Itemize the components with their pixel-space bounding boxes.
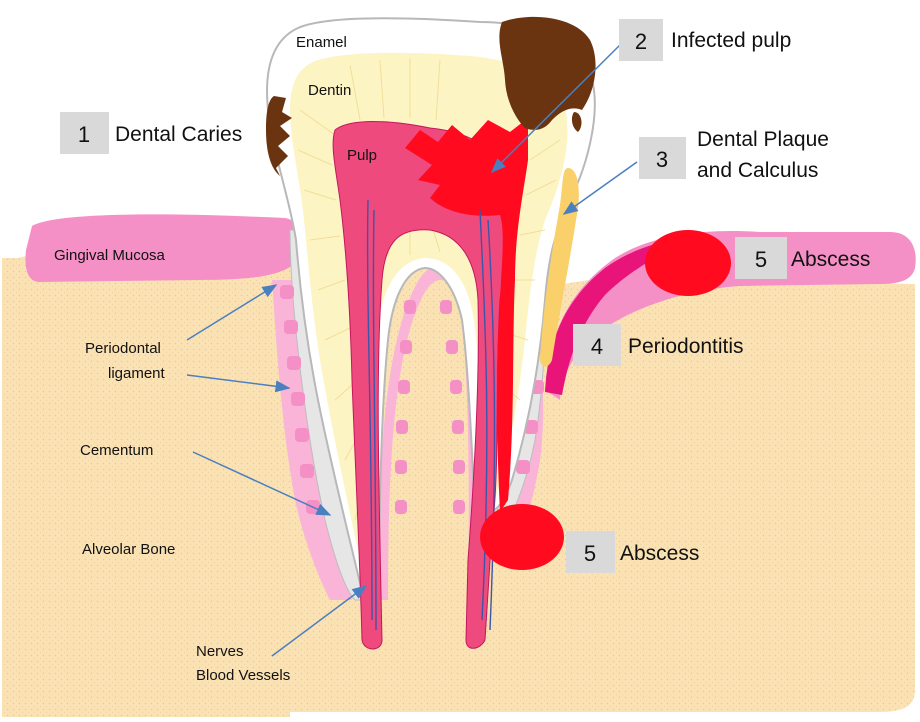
enamel-label: Enamel (296, 34, 347, 51)
callout-number: 4 (591, 334, 603, 359)
callout-number: 5 (755, 247, 767, 272)
periodontal-ligament-label-1: Periodontal (85, 340, 161, 357)
callout-number: 3 (656, 147, 668, 172)
abscess-lower-mark (480, 504, 564, 570)
alveolar-bone-label: Alveolar Bone (82, 541, 175, 558)
nerves-label: Nerves (196, 643, 244, 660)
callout-text: Dental Caries (115, 123, 242, 146)
pulp-label: Pulp (347, 147, 377, 164)
callout-text-line1: Dental Plaque (697, 128, 829, 151)
callout-number: 2 (635, 29, 647, 54)
callout-text: Abscess (620, 542, 699, 565)
dentin-label: Dentin (308, 82, 351, 99)
callout-plaque-calculus: 3 Dental Plaque and Calculus (639, 128, 829, 182)
callout-text: Periodontitis (628, 335, 744, 358)
callout-dental-caries: 1 Dental Caries (60, 112, 242, 154)
cementum-label: Cementum (80, 442, 153, 459)
callout-text: Infected pulp (671, 29, 791, 52)
periodontal-ligament-label-2: ligament (108, 365, 166, 382)
callout-text-line2: and Calculus (697, 159, 818, 182)
callout-number: 1 (78, 122, 90, 147)
alveolar-bone-main (8, 259, 300, 712)
callout-number: 5 (584, 541, 596, 566)
abscess-upper-mark (645, 230, 731, 296)
callout-text: Abscess (791, 248, 870, 271)
callout-infected-pulp: 2 Infected pulp (619, 19, 791, 61)
blood-vessels-label: Blood Vessels (196, 667, 290, 684)
gingival-mucosa-label: Gingival Mucosa (54, 247, 166, 264)
